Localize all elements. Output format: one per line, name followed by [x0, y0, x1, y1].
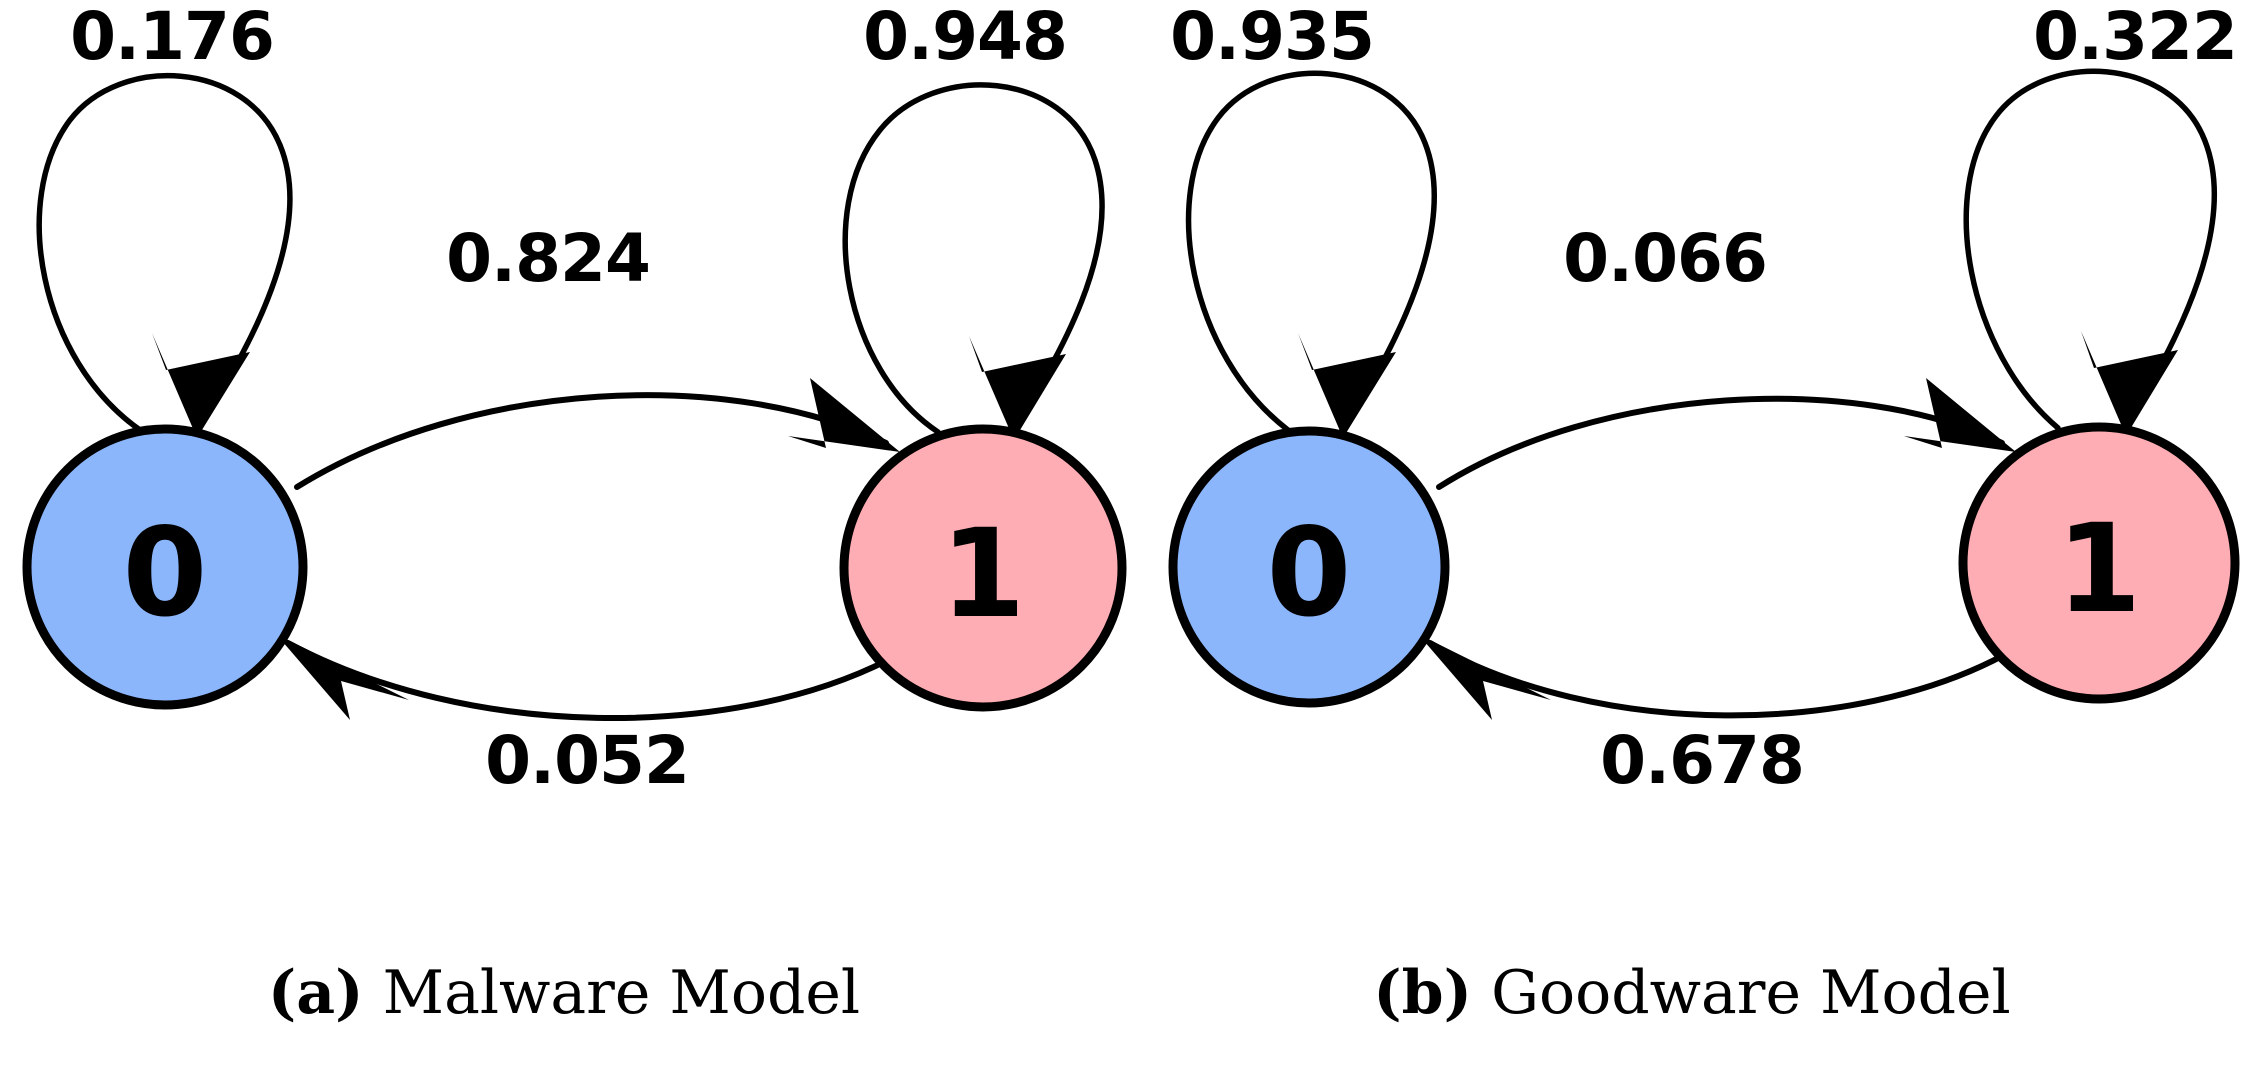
panel-a-self-loop-0-arrowhead	[152, 333, 250, 438]
panel-a-state-1-node[interactable]	[839, 424, 1127, 712]
panel-a-state-1-label: 1	[941, 503, 1026, 645]
panel-b-self-loop-0-path	[1185, 70, 1437, 433]
panel-b-edge-0-to-1-probability: 0.066	[1563, 220, 1767, 297]
panel-b-self-loop-1-arrowhead	[2081, 331, 2178, 436]
panel-a-edge-0-to-1-probability: 0.824	[446, 220, 650, 297]
panel-b-state-0-node[interactable]	[1168, 426, 1450, 708]
panel-b-edge-1-to-0-path	[1427, 640, 2007, 719]
panel-b-edge-0-to-1-path	[1436, 395, 2005, 490]
panel-a-malware-model: 0 1 0.176 0.948 0.824 0.052	[22, 0, 1127, 799]
panel-b-self-loop-0-probability: 0.935	[1170, 0, 1374, 75]
panel-a-self-loop-0-path	[36, 72, 293, 433]
panel-b-self-loop-1-path	[1963, 68, 2217, 431]
panel-a-caption: (a) Malware Model	[0, 963, 1128, 1023]
panel-a-edge-1-to-0-arrowhead	[276, 634, 409, 720]
panel-a-self-loop-1-probability: 0.948	[863, 0, 1067, 75]
panel-a-edge-1-to-0-path	[285, 640, 891, 721]
panel-a-edge-0-to-1-arrowhead	[788, 378, 900, 452]
panel-b-goodware-model: 0 1 0.935 0.322 0.066 0.678	[1168, 0, 2240, 799]
panel-a-caption-tag: (a)	[267, 958, 364, 1028]
panel-a-state-0-label: 0	[123, 502, 208, 644]
panel-a-edge-0-to-1-path	[294, 392, 889, 490]
panel-a-self-loop-1-arrowhead	[969, 336, 1066, 440]
panel-b-self-loop-1-probability: 0.322	[2033, 0, 2237, 75]
panel-b-caption-tag: (b)	[1373, 958, 1472, 1028]
panel-b-state-1-node[interactable]	[1958, 422, 2240, 704]
panel-b-caption-label: Goodware Model	[1472, 958, 2011, 1028]
panel-b-edge-1-to-0-arrowhead	[1418, 634, 1551, 720]
panel-b-state-0-label: 0	[1267, 502, 1352, 644]
panel-a-state-0-node[interactable]	[22, 424, 308, 710]
panel-a-caption-label: Malware Model	[363, 958, 861, 1028]
panel-a-self-loop-1-path	[842, 82, 1105, 435]
panel-b-caption: (b) Goodware Model	[1128, 963, 2256, 1023]
panel-b-edge-0-to-1-arrowhead	[1904, 378, 2016, 452]
panel-a-self-loop-0-probability: 0.176	[70, 0, 274, 75]
panel-b-self-loop-0-arrowhead	[1298, 333, 1396, 438]
panel-b-edge-1-to-0-probability: 0.678	[1600, 722, 1804, 799]
panel-b-state-1-label: 1	[2057, 498, 2142, 640]
panel-a-edge-1-to-0-probability: 0.052	[485, 722, 689, 799]
